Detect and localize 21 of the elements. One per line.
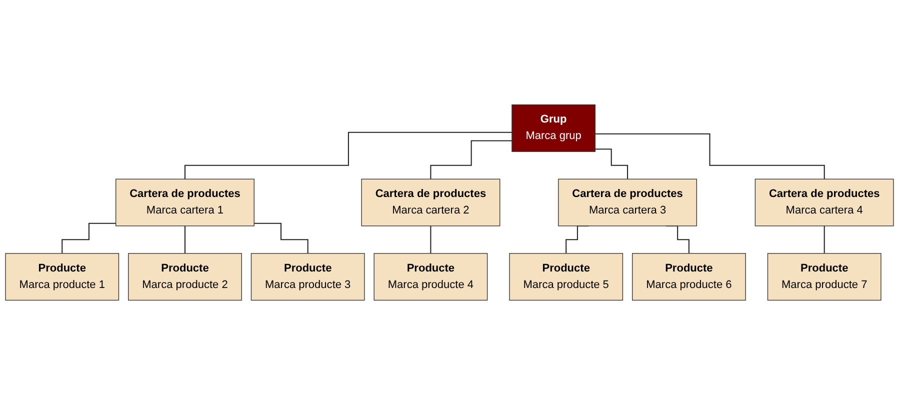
connector — [430, 225, 432, 254]
connector — [62, 222, 116, 254]
node-box: Producte Marca producte 7 — [767, 253, 882, 301]
connector — [595, 133, 825, 180]
connector — [824, 225, 825, 254]
node-box: Producte Marca producte 6 — [632, 253, 746, 301]
node-box: Producte Marca producte 2 — [128, 253, 242, 301]
node-box: Cartera de productes Marca cartera 3 — [558, 178, 698, 226]
node-box: Producte Marca producte 4 — [374, 253, 488, 301]
connector — [184, 132, 512, 180]
node-box: Producte Marca producte 3 — [250, 253, 365, 301]
connector — [184, 225, 186, 254]
node-box: Producte Marca producte 1 — [5, 253, 120, 301]
node-box: Cartera de productes Marca cartera 1 — [116, 178, 254, 226]
connector — [254, 222, 308, 254]
connector — [595, 148, 628, 180]
node-box: Cartera de productes Marca cartera 2 — [361, 178, 500, 226]
connector — [430, 140, 512, 180]
node-box: Producte Marca producte 5 — [509, 253, 624, 301]
node-box: Grup Marca grup — [512, 104, 596, 152]
node-box: Cartera de productes Marca cartera 4 — [754, 178, 894, 226]
